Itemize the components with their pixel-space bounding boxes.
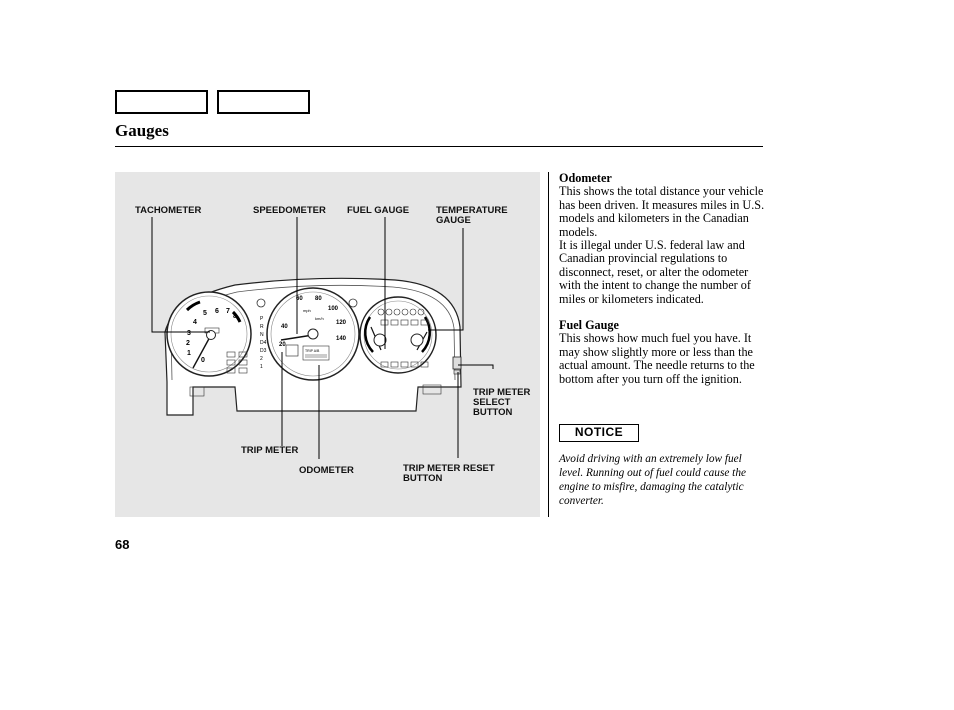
speed-number: 40 bbox=[281, 324, 288, 330]
warning-light-icon bbox=[226, 351, 248, 374]
notice-label: NOTICE bbox=[559, 424, 639, 442]
text-column: Odometer This shows the total distance y… bbox=[559, 171, 765, 386]
tach-number: 4 bbox=[193, 319, 197, 326]
callout-trip-meter-reset-button: TRIP METER RESET BUTTON bbox=[403, 463, 495, 484]
instrument-panel-figure: 0 1 2 3 4 5 6 7 8 P R N D4 D3 2 1 bbox=[115, 172, 540, 517]
speed-number: 20 bbox=[279, 342, 286, 348]
gear-label: P bbox=[260, 316, 264, 322]
callout-speedometer: SPEEDOMETER bbox=[253, 205, 326, 216]
gear-label: R bbox=[260, 324, 264, 330]
tach-number: 3 bbox=[187, 330, 191, 337]
callout-odometer: ODOMETER bbox=[299, 465, 354, 476]
speed-number: 60 bbox=[296, 296, 303, 302]
speed-number: 120 bbox=[336, 320, 347, 326]
fuel-gauge-paragraph: This shows how much fuel you have. It ma… bbox=[559, 331, 755, 386]
gear-label: D3 bbox=[260, 348, 267, 354]
trip-meter-reset-button[interactable] bbox=[453, 369, 461, 375]
gear-label: 1 bbox=[260, 364, 263, 370]
tach-number: 7 bbox=[226, 308, 230, 315]
speed-unit: km/h bbox=[315, 316, 324, 321]
notice-text: Avoid driving with an extremely low fuel… bbox=[559, 453, 746, 507]
callout-trip-meter-select-button: TRIP METER SELECT BUTTON bbox=[473, 387, 531, 418]
tach-number: 1 bbox=[187, 350, 191, 357]
warning-light-icon bbox=[189, 308, 442, 397]
gear-label: D4 bbox=[260, 340, 267, 346]
callout-trip-meter: TRIP METER bbox=[241, 445, 299, 456]
trip-label: TRIP A/B bbox=[305, 349, 320, 353]
callout-temperature-gauge: TEMPERATURE GAUGE bbox=[436, 205, 508, 226]
odometer-paragraph-2: It is illegal under U.S. federal law and… bbox=[559, 238, 751, 306]
odometer-heading: Odometer bbox=[559, 171, 612, 185]
fuel-gauge-heading: Fuel Gauge bbox=[559, 318, 619, 333]
page-title: Gauges bbox=[115, 121, 169, 140]
odometer-paragraph-1: This shows the total distance your vehic… bbox=[559, 184, 765, 239]
speedometer-icon: 20 40 60 80 100 120 140 mph km/h TRIP A/… bbox=[266, 287, 360, 381]
tach-number: 2 bbox=[186, 340, 190, 347]
speed-number: 80 bbox=[315, 296, 322, 302]
tachometer-icon: 0 1 2 3 4 5 6 7 8 bbox=[166, 291, 252, 377]
gear-label: N bbox=[260, 332, 264, 338]
nav-button-previous[interactable] bbox=[115, 90, 208, 114]
tach-number: 5 bbox=[203, 310, 207, 317]
tach-number: 6 bbox=[215, 308, 219, 315]
nav-button-next[interactable] bbox=[217, 90, 310, 114]
speed-number: 140 bbox=[336, 336, 347, 342]
title-rule bbox=[115, 146, 763, 147]
speed-unit: mph bbox=[303, 308, 311, 313]
tach-number: 0 bbox=[201, 357, 205, 364]
instrument-panel-illustration: 0 1 2 3 4 5 6 7 8 P R N D4 D3 2 1 bbox=[151, 217, 494, 459]
column-divider bbox=[548, 172, 549, 517]
gear-label: 2 bbox=[260, 356, 263, 362]
callout-fuel-gauge: FUEL GAUGE bbox=[347, 205, 410, 216]
trip-meter-select-button[interactable] bbox=[452, 356, 462, 370]
fuel-gauge-icon bbox=[359, 296, 437, 374]
speed-number: 100 bbox=[328, 306, 339, 312]
callout-tachometer: TACHOMETER bbox=[135, 205, 202, 216]
page-number: 68 bbox=[115, 537, 130, 552]
